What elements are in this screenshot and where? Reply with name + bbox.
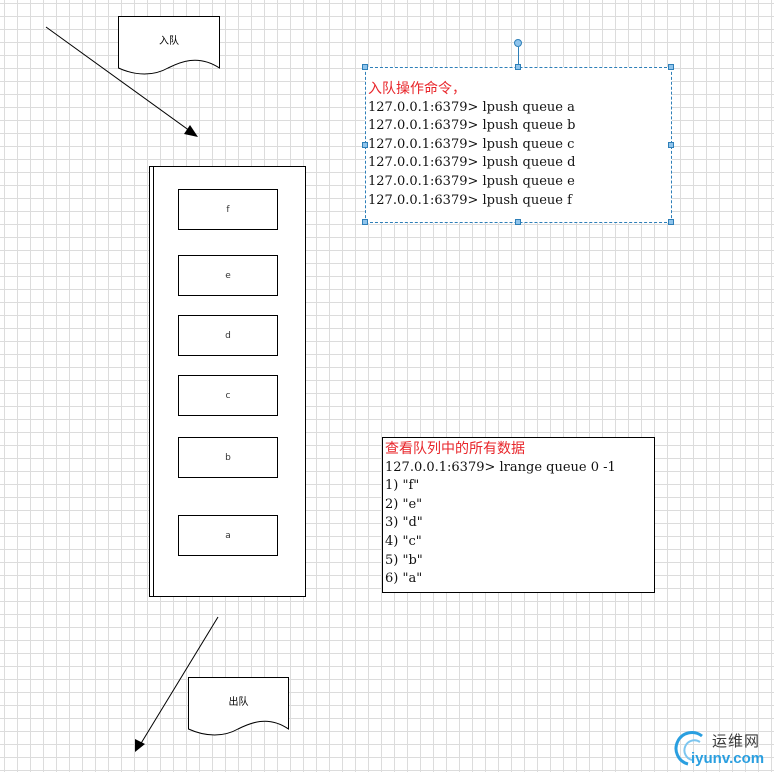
resize-handle-left[interactable] bbox=[362, 142, 368, 148]
resize-handle-bottom-right[interactable] bbox=[668, 219, 674, 225]
dequeue-arrowhead bbox=[135, 739, 145, 752]
queue-cell-c[interactable]: c bbox=[178, 375, 278, 416]
enqueue-arrowhead bbox=[184, 125, 198, 137]
dequeue-document-shape[interactable]: 出队 bbox=[188, 677, 289, 739]
range-note-title: 查看队列中的所有数据 bbox=[385, 441, 525, 457]
enqueue-commands-note[interactable]: 入队操作命令， 127.0.0.1:6379> lpush queue a 127.… bbox=[365, 67, 672, 223]
enqueue-label: 入队 bbox=[159, 36, 179, 47]
dequeue-arrow-line bbox=[139, 616, 219, 746]
document-shape-outline bbox=[118, 16, 220, 75]
enqueue-document-shape[interactable]: 入队 bbox=[118, 16, 220, 78]
resize-handle-right[interactable] bbox=[668, 142, 674, 148]
resize-handle-bottom-left[interactable] bbox=[362, 219, 368, 225]
range-output-line: 1) "f" bbox=[385, 478, 420, 494]
resize-handle-top-right[interactable] bbox=[668, 64, 674, 70]
enqueue-arrow-line bbox=[45, 26, 191, 132]
dequeue-label: 出队 bbox=[228, 697, 249, 708]
document-shape-outline bbox=[188, 677, 289, 736]
enqueue-cmd-line: 127.0.0.1:6379> lpush queue c bbox=[368, 136, 575, 152]
watermark-domain: iyunv.com bbox=[691, 750, 765, 767]
queue-cell-d[interactable]: d bbox=[178, 315, 278, 356]
enqueue-cmd-line: 127.0.0.1:6379> lpush queue a bbox=[368, 99, 575, 115]
queue-cell-e[interactable]: e bbox=[178, 255, 278, 296]
enqueue-cmd-line: 127.0.0.1:6379> lpush queue d bbox=[368, 155, 576, 171]
watermark-name: 运维网 bbox=[712, 732, 761, 750]
range-output-line: 127.0.0.1:6379> lrange queue 0 -1 bbox=[385, 459, 616, 475]
range-output-line: 5) "b" bbox=[385, 552, 423, 568]
range-output-line: 4) "c" bbox=[385, 533, 422, 549]
range-output-line: 3) "d" bbox=[385, 515, 423, 531]
queue-stack-edge bbox=[153, 166, 154, 597]
enqueue-cmd-line: 127.0.0.1:6379> lpush queue f bbox=[368, 192, 572, 208]
queue-cell-a[interactable]: a bbox=[178, 515, 278, 556]
lrange-output-note[interactable]: 查看队列中的所有数据 127.0.0.1:6379> lrange queue 0… bbox=[382, 437, 655, 593]
watermark-logo-icon bbox=[674, 731, 703, 766]
resize-handle-top-left[interactable] bbox=[362, 64, 368, 70]
queue-cell-b[interactable]: b bbox=[178, 437, 278, 478]
enqueue-cmd-line: 127.0.0.1:6379> lpush queue e bbox=[368, 173, 575, 189]
rotation-handle-stem bbox=[518, 47, 519, 65]
queue-cell-f[interactable]: f bbox=[178, 189, 278, 230]
rotation-handle[interactable] bbox=[514, 39, 522, 47]
enqueue-cmd-line: 127.0.0.1:6379> lpush queue b bbox=[368, 118, 576, 134]
resize-handle-bottom[interactable] bbox=[515, 219, 521, 225]
range-output-line: 2) "e" bbox=[385, 496, 423, 512]
resize-handle-top[interactable] bbox=[515, 64, 521, 70]
enqueue-note-title: 入队操作命令， bbox=[368, 81, 466, 97]
range-output-line: 6) "a" bbox=[385, 571, 423, 587]
